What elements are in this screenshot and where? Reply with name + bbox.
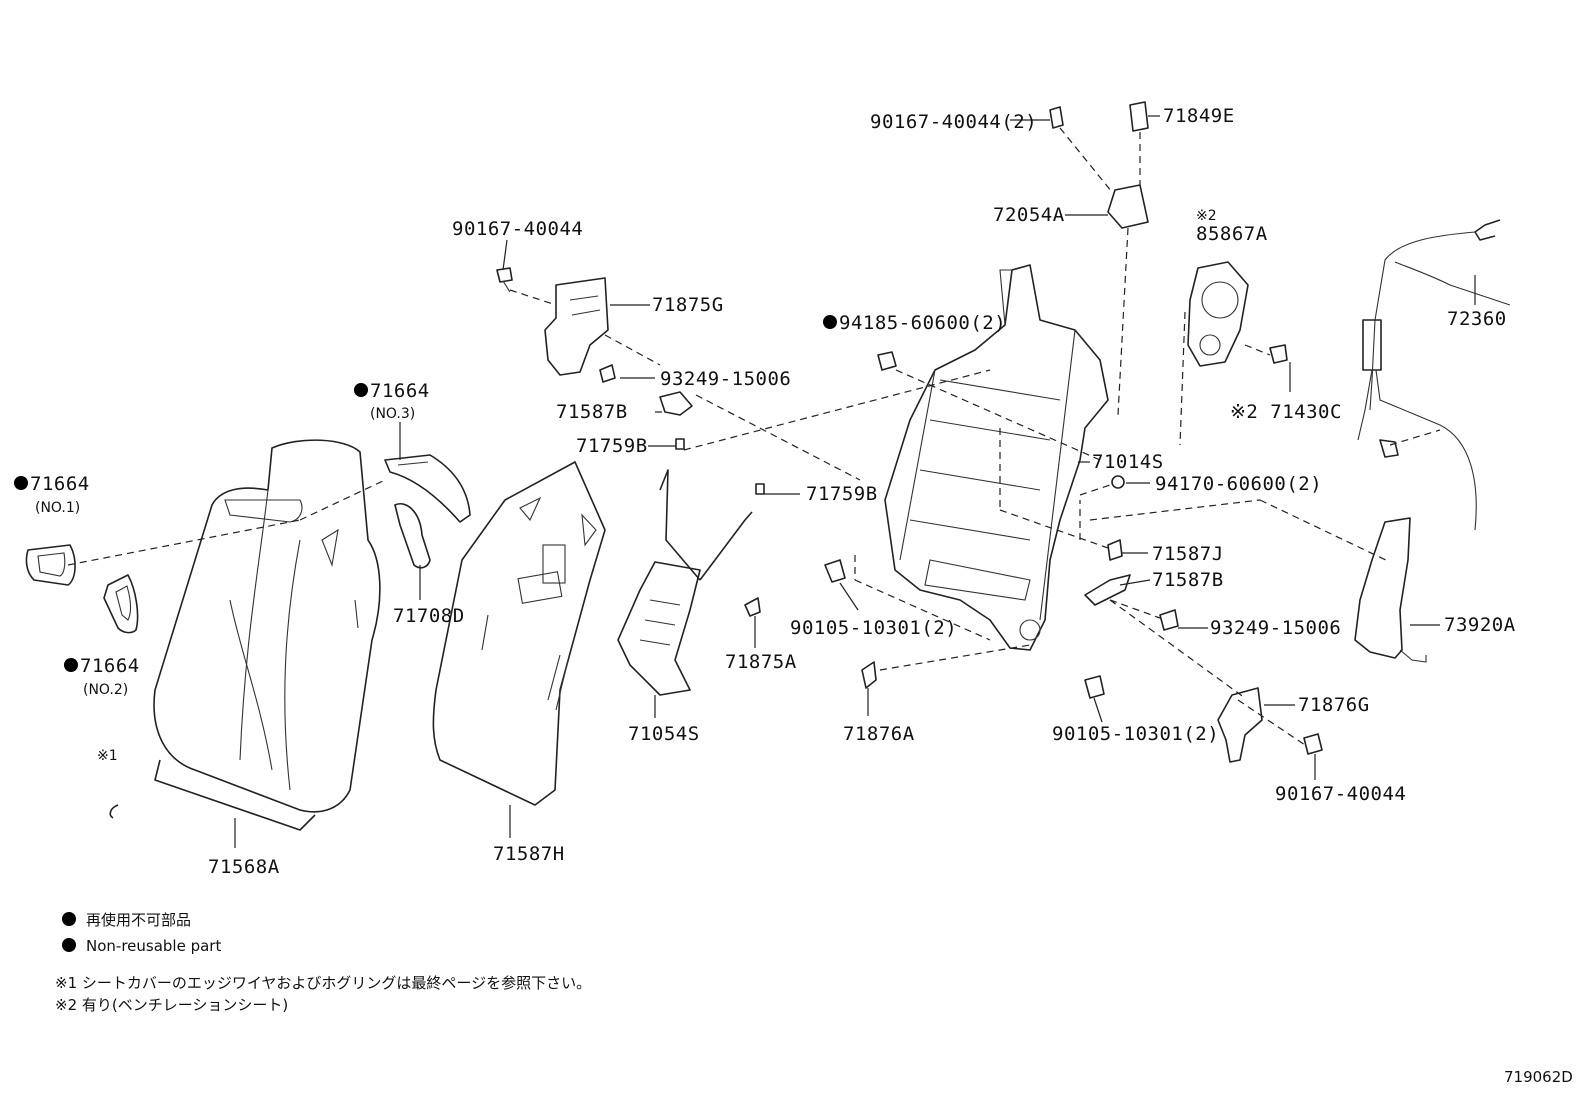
small-clip-part-a <box>675 438 685 450</box>
label-73920A: 73920A <box>1444 614 1516 636</box>
mark-2-a: ※2 <box>1196 208 1217 224</box>
bracket-71875A-part <box>744 597 761 617</box>
bolt-part-e <box>1049 106 1064 129</box>
label-71664-no2: 71664 <box>80 655 140 677</box>
label-72360: 72360 <box>1447 308 1507 330</box>
bracket-71876G-part <box>1217 687 1263 763</box>
label-94170-60600-2: 94170-60600(2) <box>1155 473 1322 495</box>
label-90105-10301-b: 90105-10301(2) <box>1052 723 1219 745</box>
trim-part-no1 <box>25 544 76 586</box>
label-71708D: 71708D <box>393 605 465 627</box>
seat-pad-part <box>432 461 606 806</box>
bolt-part-d <box>1303 733 1323 755</box>
label-71759B-a: 71759B <box>576 435 648 457</box>
label-71587H: 71587H <box>493 843 565 865</box>
label-90167-40044-top: 90167-40044 <box>452 218 583 240</box>
label-71587B-b: 71587B <box>1152 569 1224 591</box>
trim-part-no2 <box>103 574 139 634</box>
label-71568A: 71568A <box>208 856 280 878</box>
clip-part-c <box>1084 574 1131 606</box>
clip-part-b <box>1107 539 1123 561</box>
label-90105-10301-a: 90105-10301(2) <box>790 617 957 639</box>
label-71876A: 71876A <box>843 723 915 745</box>
label-90167-40044-bottom: 90167-40044 <box>1275 783 1406 805</box>
label-90167-40044-2: 90167-40044(2) <box>870 111 1037 133</box>
label-71875G: 71875G <box>652 294 724 316</box>
bolt-part-c <box>1084 675 1105 699</box>
legend-dot <box>62 912 76 926</box>
note-2: ※2 有り(ベンチレーションシート) <box>55 996 288 1014</box>
label-71849E: 71849E <box>1163 105 1235 127</box>
non-reusable-dot <box>64 658 78 672</box>
clip-part-a <box>659 391 693 416</box>
screw-part-a <box>599 364 616 383</box>
hog-ring-part <box>109 804 119 819</box>
lumbar-assembly-part <box>617 469 753 696</box>
label-71664-no3: 71664 <box>370 380 430 402</box>
label-71587B-a: 71587B <box>556 401 628 423</box>
label-71875A: 71875A <box>725 651 797 673</box>
label-71759B-b: 71759B <box>806 483 878 505</box>
trim-strip-part <box>394 503 431 569</box>
non-reusable-dot <box>823 315 837 329</box>
label-72054A: 72054A <box>993 204 1065 226</box>
fan-part <box>1187 261 1249 367</box>
vent-clip-part <box>1129 101 1149 132</box>
nut-part-b <box>1111 475 1125 489</box>
bolt-part-b <box>824 559 846 583</box>
label-71430C: ※2 71430C <box>1230 401 1342 423</box>
label-71587J: 71587J <box>1152 543 1224 565</box>
legend-jp: 再使用不可部品 <box>86 911 191 929</box>
label-no2: (NO.2) <box>83 682 128 698</box>
nut-part-a <box>877 351 897 371</box>
bracket-71875G-part <box>544 277 609 376</box>
label-94185-60600-2: 94185-60600(2) <box>839 312 1006 334</box>
note-1: ※1 シートカバーのエッジワイヤおよびホグリングは最終ページを参照下さい。 <box>55 974 591 992</box>
legend-dot <box>62 938 76 952</box>
label-71054S: 71054S <box>628 723 700 745</box>
seat-cover-part <box>153 439 381 831</box>
label-93249-15006-a: 93249-15006 <box>660 368 791 390</box>
side-cover-part <box>1354 517 1427 663</box>
leader-lines <box>67 115 1476 848</box>
label-71876G: 71876G <box>1298 694 1370 716</box>
legend-en: Non-reusable part <box>86 937 221 955</box>
label-71014S: 71014S <box>1092 451 1164 473</box>
label-71664-no1: 71664 <box>30 473 90 495</box>
label-93249-15006-b: 93249-15006 <box>1210 617 1341 639</box>
label-no1: (NO.1) <box>35 500 80 516</box>
cable-part <box>1357 219 1511 531</box>
screw-part-c <box>1269 344 1288 364</box>
trim-part-no3 <box>384 454 471 523</box>
diagram-id: 719062D <box>1504 1068 1573 1086</box>
bracket-71876A-part <box>861 661 877 689</box>
non-reusable-dot <box>354 383 368 397</box>
bolt-part-a <box>496 267 513 293</box>
small-clip-part-b <box>755 483 765 495</box>
non-reusable-dot <box>14 476 28 490</box>
mark-1: ※1 <box>97 748 118 764</box>
vent-module-part <box>1107 184 1149 229</box>
label-no3: (NO.3) <box>370 406 415 422</box>
label-85867A: 85867A <box>1196 223 1268 245</box>
screw-part-b <box>1159 609 1179 631</box>
seat-frame-part <box>884 264 1109 651</box>
